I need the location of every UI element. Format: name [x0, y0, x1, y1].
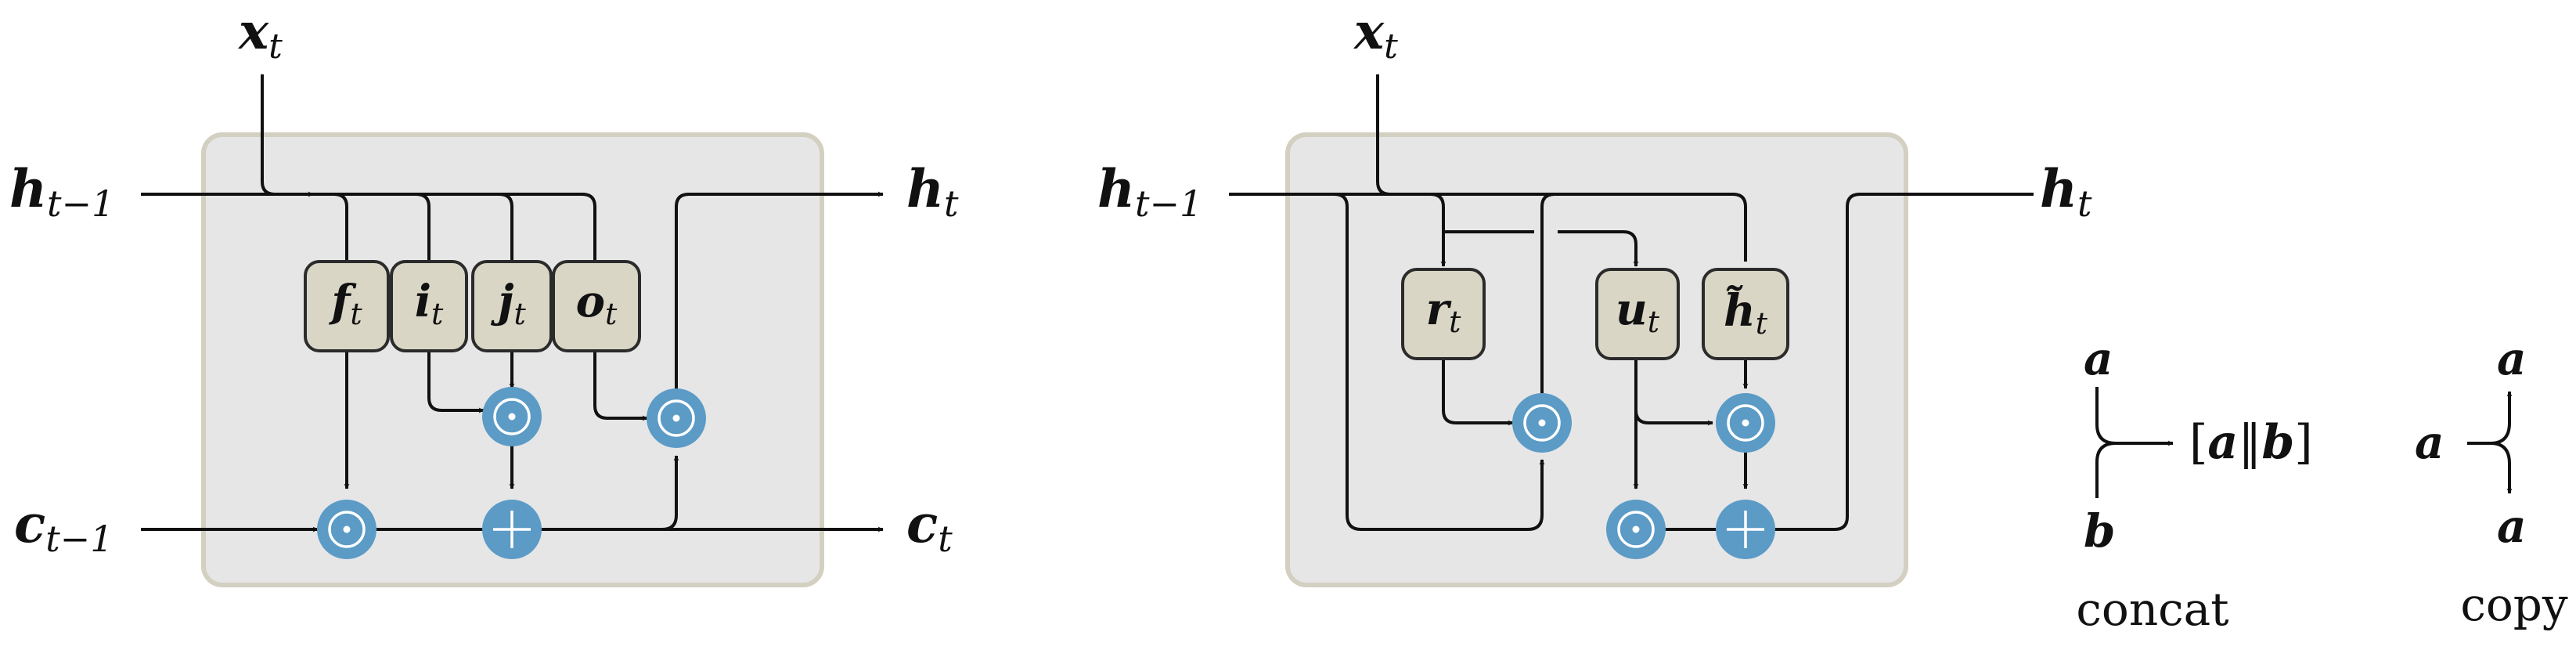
lstm-label-c-prev: ct−1: [14, 493, 113, 560]
legend-concat-caption: concat: [2076, 583, 2228, 636]
lstm-o-arrow: [593, 351, 648, 421]
legend-copy-down-arrow: [2490, 442, 2513, 494]
gru-gate-candidate: h̃t: [1702, 268, 1789, 360]
lstm-gate-i-base: i: [415, 276, 431, 327]
gru-gate-r-base: r: [1426, 283, 1452, 335]
lstm-gate-f: ft: [304, 260, 390, 352]
legend-copy-out-bottom: a: [2497, 500, 2527, 553]
gru-mult-candidate: [1716, 393, 1775, 453]
gru-cell: rt ut h̃t xt ht−1 ht: [1097, 2, 2092, 587]
lstm-label-h-out: ht: [906, 158, 959, 225]
legend-copy-out-top: a: [2497, 332, 2527, 385]
gru-r-arrow: [1442, 359, 1514, 426]
legend-concat-top-wire: [2095, 387, 2117, 445]
gru-gate-u-base: u: [1616, 283, 1648, 335]
gru-gate-candidate-base: h̃: [1724, 285, 1756, 337]
gru-gate-candidate-sub: t: [1756, 306, 1768, 341]
lstm-gate-f-sub: t: [350, 297, 362, 331]
legend-concat-result: [a‖b]: [2189, 415, 2313, 470]
gru-x-wire: [1376, 74, 1391, 196]
lstm-label-c-out: ct: [906, 493, 953, 560]
gru-add-output: [1716, 500, 1775, 559]
gru-gate-r: rt: [1401, 268, 1486, 360]
lstm-gate-o: ot: [552, 260, 641, 352]
legend-concat-arrow: [2095, 440, 2174, 498]
lstm-add-cell: [482, 500, 542, 559]
lstm-branch-i: [416, 193, 431, 262]
gru-mult-update: [1606, 500, 1666, 559]
lstm-gate-j: jt: [471, 260, 553, 352]
lstm-gate-i: it: [390, 260, 468, 352]
gru-h-prev-line: [1229, 193, 1747, 262]
svg-text:ot: ot: [576, 276, 618, 331]
legend-copy-caption: copy: [2460, 578, 2568, 631]
legend-copy: a a a copy: [2415, 332, 2568, 631]
lstm-gate-i-sub: t: [431, 297, 444, 331]
lstm-label-h-prev: ht−1: [9, 158, 114, 225]
gru-mult-reset: [1512, 393, 1572, 453]
lstm-wires: [141, 74, 884, 533]
lstm-mult-output: [647, 388, 706, 448]
legend-copy-up-arrow: [2490, 391, 2513, 445]
lstm-mult-forget: [317, 500, 376, 559]
gru-cell-box: [1285, 132, 1908, 587]
gru-r-input-arrow: [1430, 193, 1447, 267]
lstm-x-wire: [261, 74, 276, 196]
gru-gate-r-sub: t: [1449, 305, 1461, 339]
gru-label-h-out: ht: [2040, 158, 2092, 225]
gru-u-input-arrow: [1558, 230, 1639, 267]
svg-text:h̃t: h̃t: [1724, 285, 1768, 341]
legend-copy-in: a: [2415, 416, 2444, 469]
lstm-gate-j-sub: t: [513, 297, 526, 331]
lstm-mult-input: [482, 387, 542, 446]
lstm-branch-j: [499, 193, 513, 262]
gru-u-right-arrow: [1634, 410, 1713, 426]
lstm-i-arrow: [427, 351, 485, 413]
gru-h-prev-loop-arrow: [1334, 193, 1545, 531]
gru-gate-u-sub: t: [1648, 305, 1660, 339]
legend-concat: a b [a‖b] concat: [2076, 332, 2312, 636]
lstm-bus: [313, 193, 596, 262]
gru-wires: [1229, 74, 2034, 531]
lstm-h-out-arrow: [675, 191, 884, 389]
svg-text:rt: rt: [1426, 283, 1462, 339]
lstm-gate-o-base: o: [576, 276, 605, 327]
gru-rh-to-candidate: [1540, 193, 1555, 393]
lstm-tanh-branch-arrow: [661, 455, 679, 531]
legend-concat-b: b: [2084, 504, 2116, 558]
gru-label-x: xt: [1353, 2, 1398, 67]
legend-concat-a: a: [2084, 332, 2113, 385]
gru-label-h-prev: ht−1: [1097, 158, 1202, 225]
gru-h-out-line: [1775, 193, 2034, 531]
lstm-label-x: xt: [237, 2, 283, 67]
lstm-gate-o-sub: t: [605, 297, 618, 331]
gru-gate-u: ut: [1595, 268, 1680, 360]
svg-text:it: it: [415, 276, 444, 331]
lstm-branch-f: [333, 193, 348, 262]
lstm-cell: ft it jt ot xt: [9, 2, 959, 587]
svg-text:ut: ut: [1616, 283, 1660, 339]
